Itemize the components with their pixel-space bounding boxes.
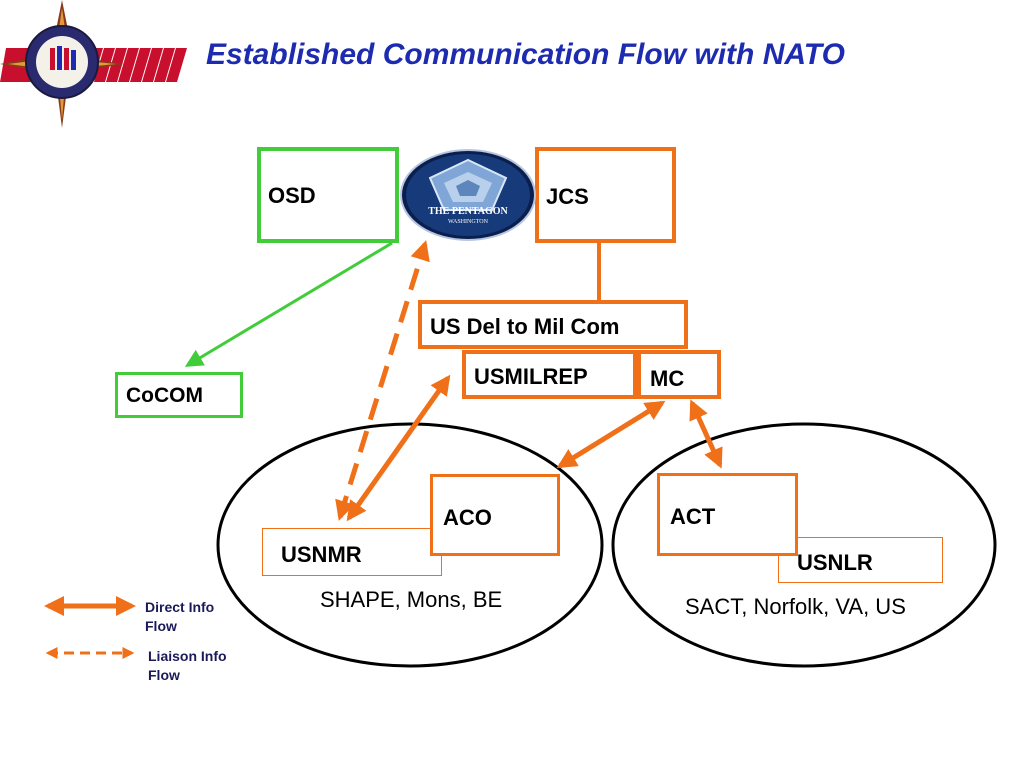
mc-box — [637, 350, 721, 399]
osd-box — [257, 147, 399, 243]
aco-label: ACO — [443, 505, 492, 530]
shape-region-label: SHAPE, Mons, BE — [320, 587, 503, 612]
pentagon-seal-line2: WASHINGTON — [448, 219, 488, 225]
cocom-box — [115, 372, 243, 418]
osd-cocom-arrow — [184, 241, 393, 367]
sact-region-ellipse — [611, 422, 997, 668]
usmilrep-label: USMILREP — [474, 364, 588, 389]
eucom-emblem — [0, 0, 124, 128]
act-box — [657, 473, 798, 556]
mc-act-arrow — [689, 399, 723, 469]
usnlr-box — [778, 537, 943, 583]
us-del-label: US Del to Mil Com — [430, 314, 620, 339]
usmilrep-usnmr-arrow — [346, 374, 451, 522]
aco-box — [430, 474, 560, 556]
jcs-label: JCS — [546, 184, 589, 209]
legend-liaison-label: Liaison Info Flow — [148, 648, 227, 683]
slide-title: Established Communication Flow with NATO — [206, 38, 845, 71]
usnlr-label: USNLR — [797, 550, 873, 575]
jcs-box — [535, 147, 676, 243]
mc-aco-arrow — [556, 400, 666, 469]
legend-direct-label: Direct Info Flow — [145, 599, 215, 634]
act-label: ACT — [670, 504, 716, 529]
mc-label: MC — [650, 366, 685, 391]
usnmr-pentagon-liaison-arrow — [335, 240, 430, 521]
osd-label: OSD — [268, 183, 316, 208]
usmilrep-box — [462, 350, 637, 399]
us-del-box — [418, 300, 688, 349]
pentagon-seal-line1: THE PENTAGON — [428, 206, 508, 217]
sact-region-label: SACT, Norfolk, VA, US — [685, 594, 906, 619]
usnmr-box — [262, 528, 442, 576]
usnmr-label: USNMR — [281, 542, 362, 567]
cocom-label: CoCOM — [126, 384, 203, 407]
